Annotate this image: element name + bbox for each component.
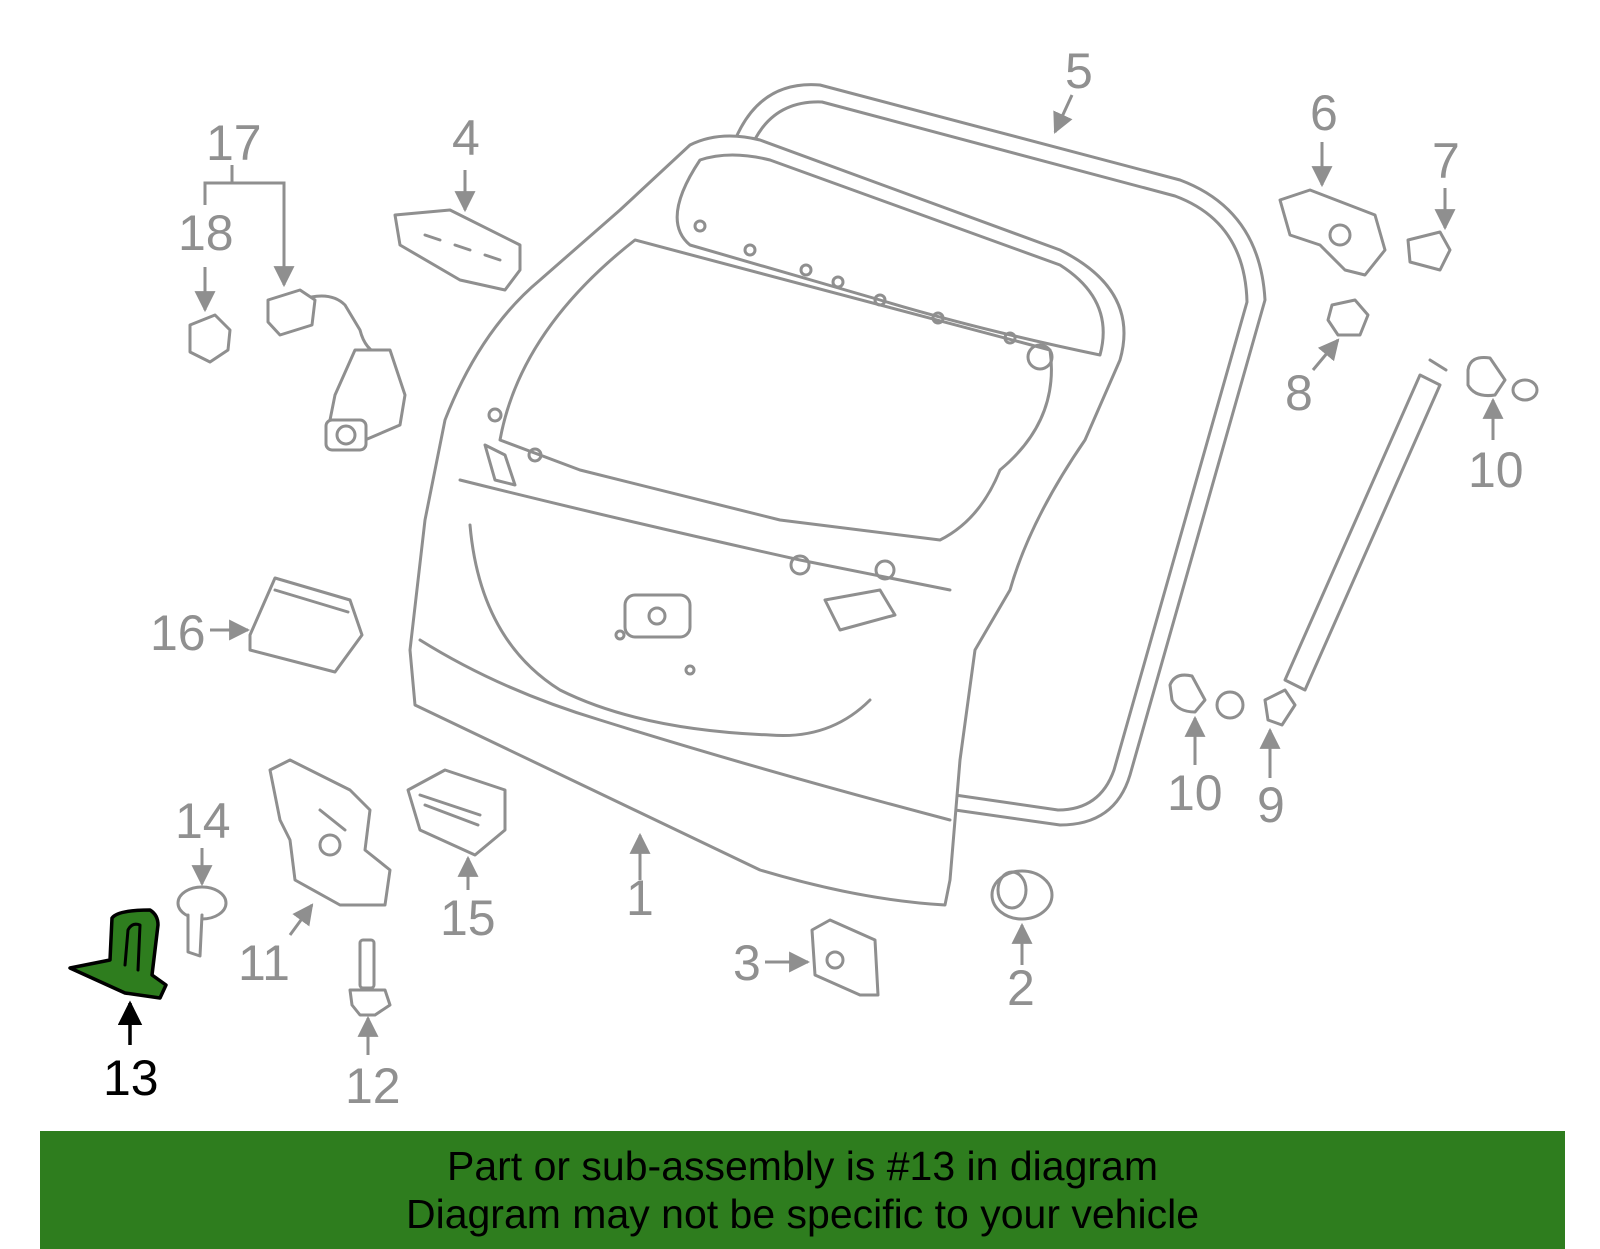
callout-18: 18 [178,205,234,261]
nut-part-8[interactable] [1326,298,1370,337]
callout-2: 2 [1007,960,1035,1016]
hinge-part-6[interactable] [1278,188,1387,277]
gas-strut-part-9[interactable] [1263,358,1448,727]
stud-part-7[interactable] [1406,230,1452,272]
cover-part-16[interactable] [248,576,364,674]
ball-stud-part-10b[interactable] [1168,673,1245,720]
ball-stud-part-10a[interactable] [1466,356,1539,402]
bolt-part-14[interactable] [176,885,228,958]
callout-14: 14 [175,793,231,849]
callout-12: 12 [345,1058,401,1114]
rear-camera-part[interactable] [266,288,407,452]
grommet-part-18[interactable] [188,313,232,364]
callout-8: 8 [1285,365,1313,421]
callout-6: 6 [1310,85,1338,141]
callout-10a: 10 [1468,442,1524,498]
callout-11: 11 [238,935,290,991]
callout-17: 17 [206,115,262,171]
arrow-17-bracket [203,181,295,288]
switch-part-15[interactable] [406,768,507,857]
callout-7: 7 [1432,133,1460,189]
arrow-8 [1311,338,1340,371]
bracket-part-3[interactable] [810,918,880,997]
callout-13: 13 [103,1050,159,1106]
callout-10b: 10 [1167,765,1223,821]
arrow-11 [288,903,314,936]
tailgate-part[interactable] [408,134,1126,907]
bolt-part-12[interactable] [348,938,392,1017]
arrow-5 [1053,94,1074,134]
callout-1: 1 [626,870,654,926]
cushion-part-2[interactable] [990,869,1054,921]
callout-15: 15 [440,890,496,946]
callout-16: 16 [150,605,206,661]
info-banner: Part or sub-assembly is #13 in diagram D… [40,1131,1565,1249]
banner-line-2: Diagram may not be specific to your vehi… [405,1191,1199,1237]
banner-line-1: Part or sub-assembly is #13 in diagram [447,1143,1158,1189]
callout-5: 5 [1065,43,1093,99]
callout-3: 3 [733,935,761,991]
weatherstrip-part[interactable] [733,83,1267,827]
callout-9: 9 [1257,777,1285,833]
highlighted-part-13[interactable] [68,908,168,1000]
bracket-part-4[interactable] [393,208,522,292]
callout-4: 4 [452,110,480,166]
latch-part-11[interactable] [268,758,392,907]
